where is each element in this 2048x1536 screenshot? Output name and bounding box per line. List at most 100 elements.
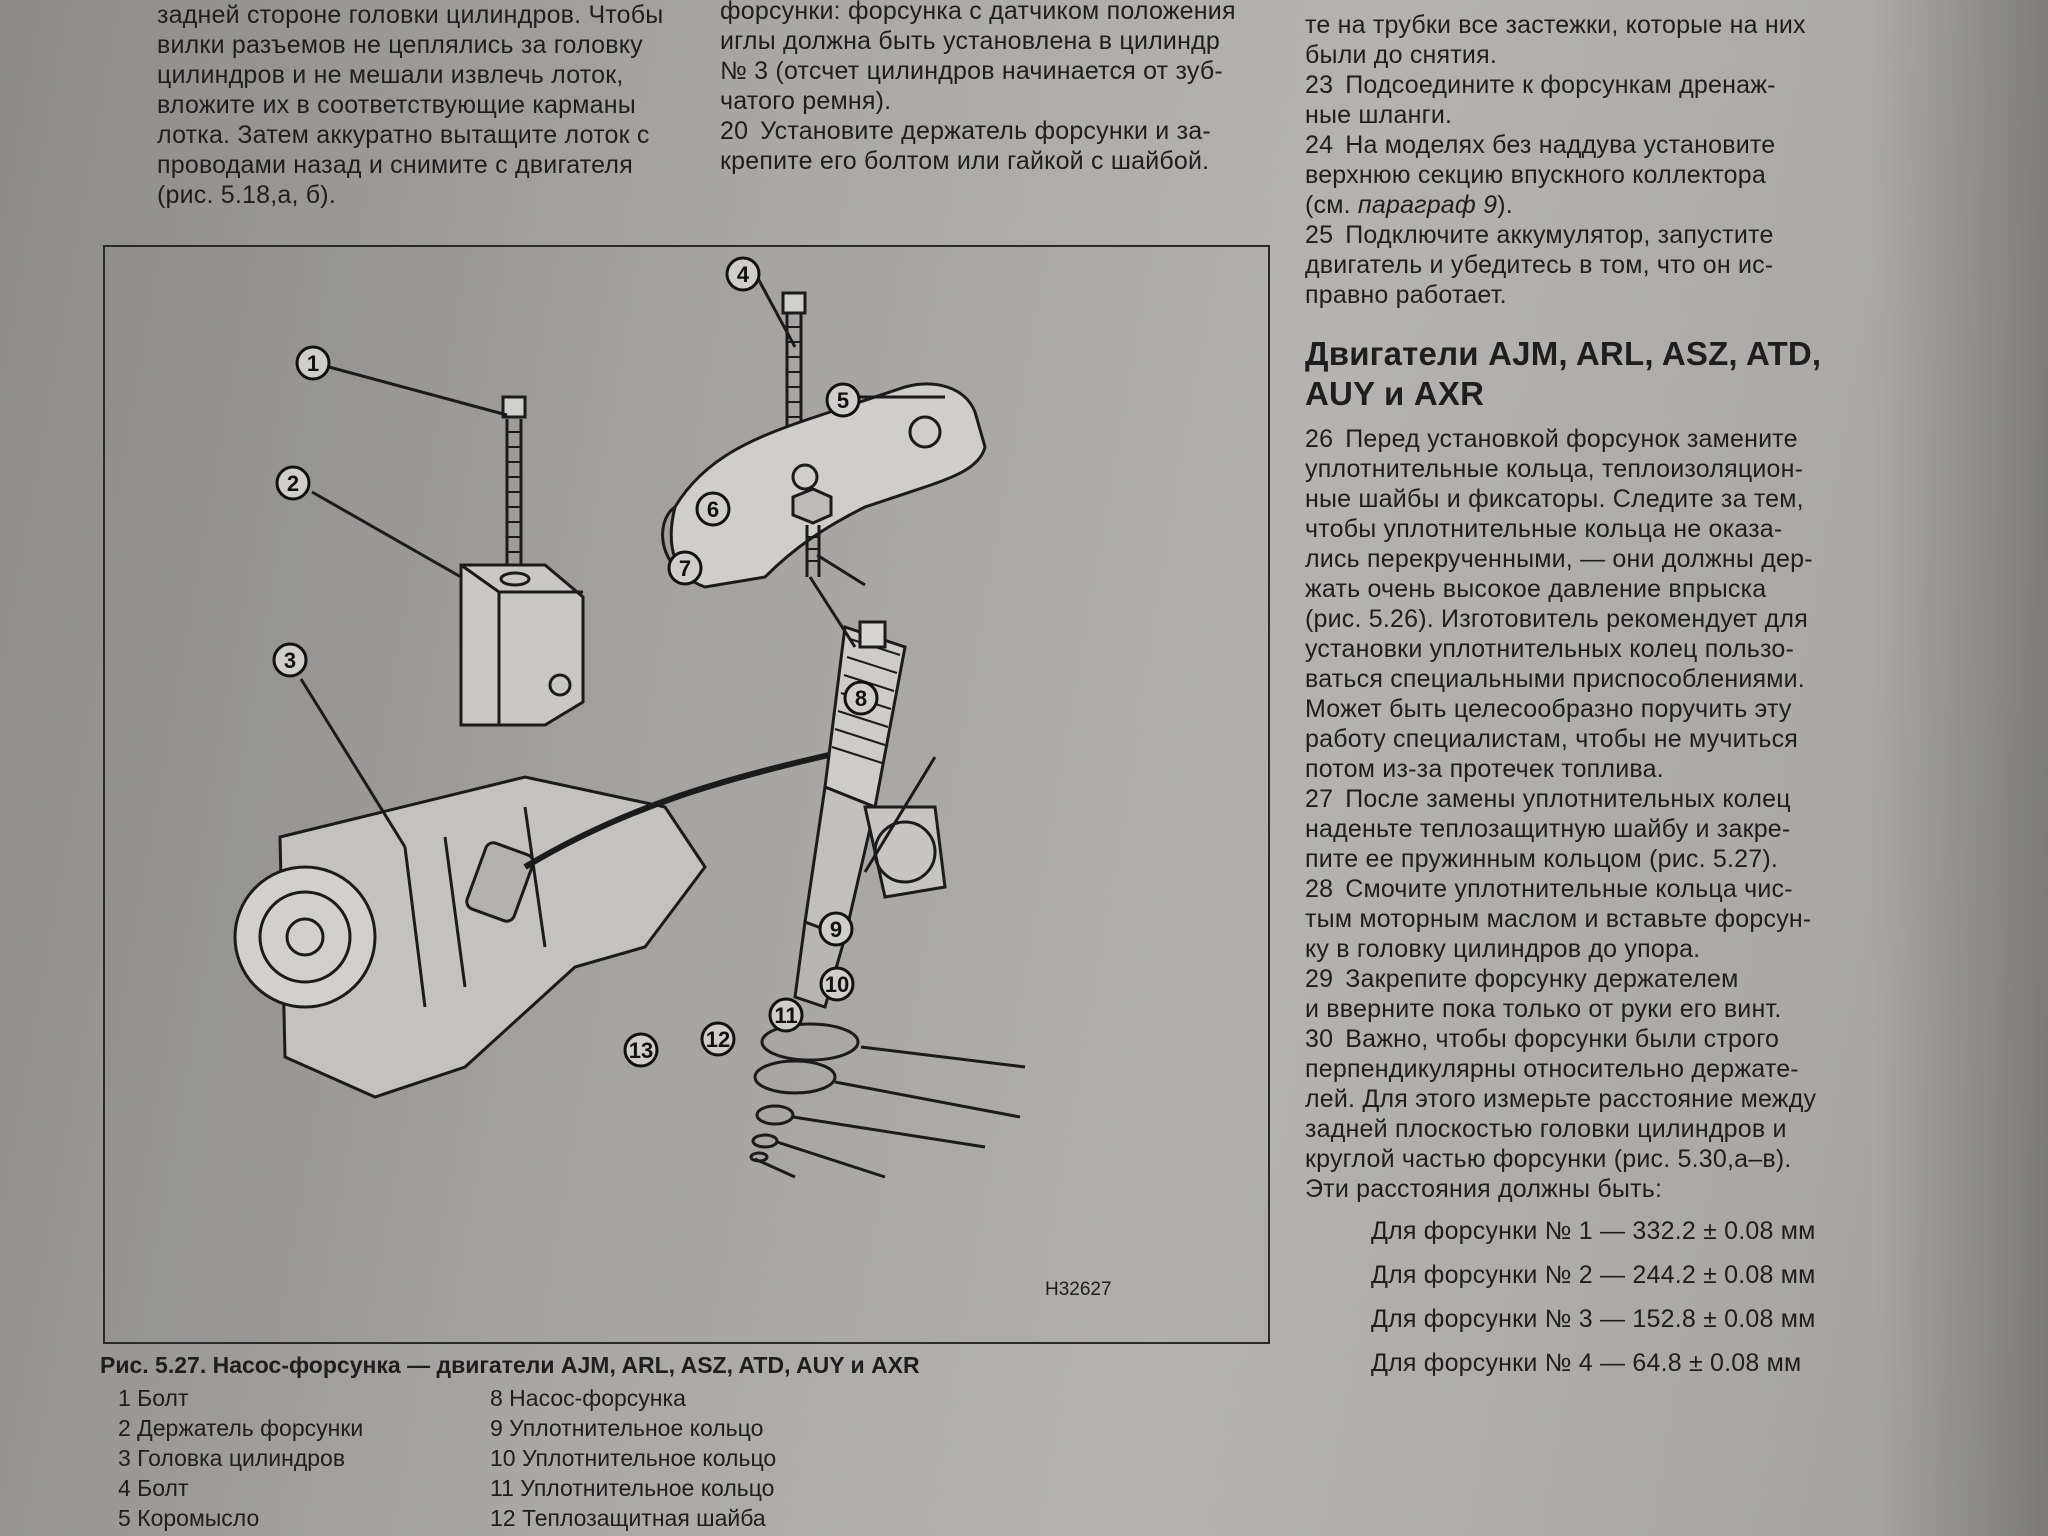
callout-leaders xyxy=(299,272,1026,1179)
legend-item: 9 Уплотнительное кольцо xyxy=(490,1415,764,1441)
text-line: круглой частью форсунки (рис. 5.30,а–в). xyxy=(1305,1145,1792,1173)
text-line: № 3 (отсчет цилиндров начинается от зуб- xyxy=(720,57,1223,85)
callout-11: 11 xyxy=(768,997,804,1033)
text-line: (рис. 5.26). Изготовитель рекомендует дл… xyxy=(1305,605,1808,633)
text-line: Важно, чтобы форсунки были строго xyxy=(1345,1025,1780,1053)
injector-diagram-figure: 1 2 3 4 5 6 7 8 9 10 11 12 13 H32627 xyxy=(103,245,1270,1344)
text-line: лись перекрученными, — они должны дер- xyxy=(1305,545,1813,573)
text-line: чтобы уплотнительные кольца не оказа- xyxy=(1305,515,1783,543)
injector-diagram: 1 2 3 4 5 6 7 8 9 10 11 12 13 xyxy=(233,256,1026,1179)
step-number: 27 xyxy=(1305,785,1334,813)
paragraph-26: 26 Перед установкой форсунок замените xyxy=(1305,424,1845,454)
callout-10: 10 xyxy=(819,966,855,1002)
text-line: потом из-за протечек топлива. xyxy=(1305,755,1664,783)
text-line: задней плоскостью головки цилиндров и xyxy=(1305,1115,1787,1143)
cylinder-head-drawing xyxy=(233,744,866,1099)
text-column-3: те на трубки все застежки, которые на ни… xyxy=(1305,10,1845,1392)
text-line: ные шланги. xyxy=(1305,101,1453,129)
callout-1: 1 xyxy=(295,345,331,381)
text-line: уплотнительные кольца, теплоизоляцион- xyxy=(1305,455,1804,483)
text-line: двигатель и убедитесь в том, что он ис- xyxy=(1305,251,1774,279)
text-line: наденьте теплозащитную шайбу и закре- xyxy=(1305,815,1791,843)
pump-injector-drawing xyxy=(793,620,947,1009)
step-number: 26 xyxy=(1305,425,1334,453)
legend-item: 12 Теплозащитная шайба xyxy=(490,1505,766,1531)
text-line: правно работает. xyxy=(1305,281,1507,309)
callout-label: 4 xyxy=(737,262,750,287)
callout-label: 7 xyxy=(679,556,691,581)
heading-line: Двигатели AJM, ARL, ASZ, ATD, xyxy=(1305,335,1822,372)
text-line: пите ее пружинным кольцом (рис. 5.27). xyxy=(1305,845,1778,873)
callout-label: 9 xyxy=(830,917,842,942)
text-line: лотка. Затем аккуратно вытащите лоток с xyxy=(157,121,650,149)
text-line: цилиндров и не мешали извлечь лоток, xyxy=(157,61,624,89)
injector-distance-list: Для форсунки № 1 — 332.2 ± 0.08 мм Для ф… xyxy=(1305,1216,1845,1378)
text-line: Подсоедините к форсункам дренаж- xyxy=(1345,71,1776,99)
step-number: 23 xyxy=(1305,71,1334,99)
figure-caption: Рис. 5.27. Насос-форсунка — двигатели AJ… xyxy=(100,1352,920,1378)
legend-item: 11 Уплотнительное кольцо xyxy=(490,1475,775,1501)
legend-item: 2 Держатель форсунки xyxy=(118,1415,364,1441)
text-line: установки уплотнительных колец пользо- xyxy=(1305,635,1795,663)
paragraph-27: 27 После замены уплотнительных колец xyxy=(1305,784,1845,814)
paragraph-23: 23 Подсоедините к форсункам дренаж- xyxy=(1305,70,1845,100)
text-line: верхнюю секцию впускного коллектора xyxy=(1305,161,1766,189)
callout-5: 5 xyxy=(825,382,861,418)
figure-code: H32627 xyxy=(1045,1279,1112,1300)
heading-line: AUY и AXR xyxy=(1305,375,1485,412)
legend-item: 4 Болт xyxy=(118,1475,189,1501)
text-line: После замены уплотнительных колец xyxy=(1345,785,1791,813)
section-heading: Двигатели AJM, ARL, ASZ, ATD, AUY и AXR xyxy=(1305,334,1845,414)
paragraph-30: 30 Важно, чтобы форсунки были строго xyxy=(1305,1024,1845,1054)
callout-label: 8 xyxy=(855,686,867,711)
injector-holder-drawing xyxy=(459,563,585,727)
legend-item: 8 Насос-форсунка xyxy=(490,1385,686,1411)
text-line: Смочите уплотнительные кольца чис- xyxy=(1345,875,1793,903)
text-line: Перед установкой форсунок замените xyxy=(1345,425,1798,453)
text-column-2: форсунки: форсунка с датчиком положения … xyxy=(720,0,1265,176)
text-line: задней стороне головки цилиндров. Чтобы xyxy=(157,1,664,29)
bolt-1-drawing xyxy=(501,395,527,572)
callout-4: 4 xyxy=(725,256,761,292)
step-number: 24 xyxy=(1305,131,1334,159)
step-number: 28 xyxy=(1305,875,1334,903)
callout-label: 1 xyxy=(307,351,319,376)
legend-item: 5 Коромысло xyxy=(118,1505,260,1531)
text-line: Эти расстояния должны быть: xyxy=(1305,1175,1663,1203)
paragraph-28: 28 Смочите уплотнительные кольца чис- xyxy=(1305,874,1845,904)
legend-item: 3 Головка цилиндров xyxy=(118,1445,346,1471)
text-line: иглы должна быть установлена в цилиндр xyxy=(720,27,1220,55)
seal-rings-drawing xyxy=(749,1022,860,1163)
text-line: проводами назад и снимите с двигателя xyxy=(157,151,633,179)
callout-label: 11 xyxy=(774,1003,797,1028)
callout-label: 5 xyxy=(837,388,849,413)
text-line: (рис. 5.18,а, б). xyxy=(157,181,336,209)
figure-legend-left: 1 Болт 2 Держатель форсунки 3 Головка ци… xyxy=(118,1383,363,1533)
callout-12: 12 xyxy=(700,1021,736,1057)
rocker-arm-drawing xyxy=(661,382,987,589)
text-line: ваться специальными приспособлениями. xyxy=(1305,665,1805,693)
step-number: 30 xyxy=(1305,1025,1334,1053)
text-line: чатого ремня). xyxy=(720,87,892,115)
spec-line: Для форсунки № 3 — 152.8 ± 0.08 мм xyxy=(1371,1305,1816,1333)
legend-item: 1 Болт xyxy=(118,1385,189,1411)
text-line: перпендикулярны относительно держате- xyxy=(1305,1055,1799,1083)
callout-9: 9 xyxy=(818,911,854,947)
ref-link-text: параграф 9 xyxy=(1357,191,1498,219)
text-line: тым моторным маслом и вставьте форсун- xyxy=(1305,905,1812,933)
text-line: вилки разъемов не цеплялись за головку xyxy=(157,31,643,59)
spec-line: Для форсунки № 4 — 64.8 ± 0.08 мм xyxy=(1371,1349,1802,1377)
legend-item: 10 Уплотнительное кольцо xyxy=(490,1445,777,1471)
text-line: вложите их в соответствующие карманы xyxy=(157,91,636,119)
callout-label: 2 xyxy=(287,471,299,496)
text-line: лей. Для этого измерьте расстояние между xyxy=(1305,1085,1817,1113)
text-line: (см. параграф 9). xyxy=(1305,190,1845,220)
step-number: 25 xyxy=(1305,221,1334,249)
callout-label: 12 xyxy=(706,1027,730,1052)
text-line: Установите держатель форсунки и за- xyxy=(760,117,1211,145)
text-line: Может быть целесообразно поручить эту xyxy=(1305,695,1792,723)
text-column-1: задней стороне головки цилиндров. Чтобы … xyxy=(157,0,677,210)
